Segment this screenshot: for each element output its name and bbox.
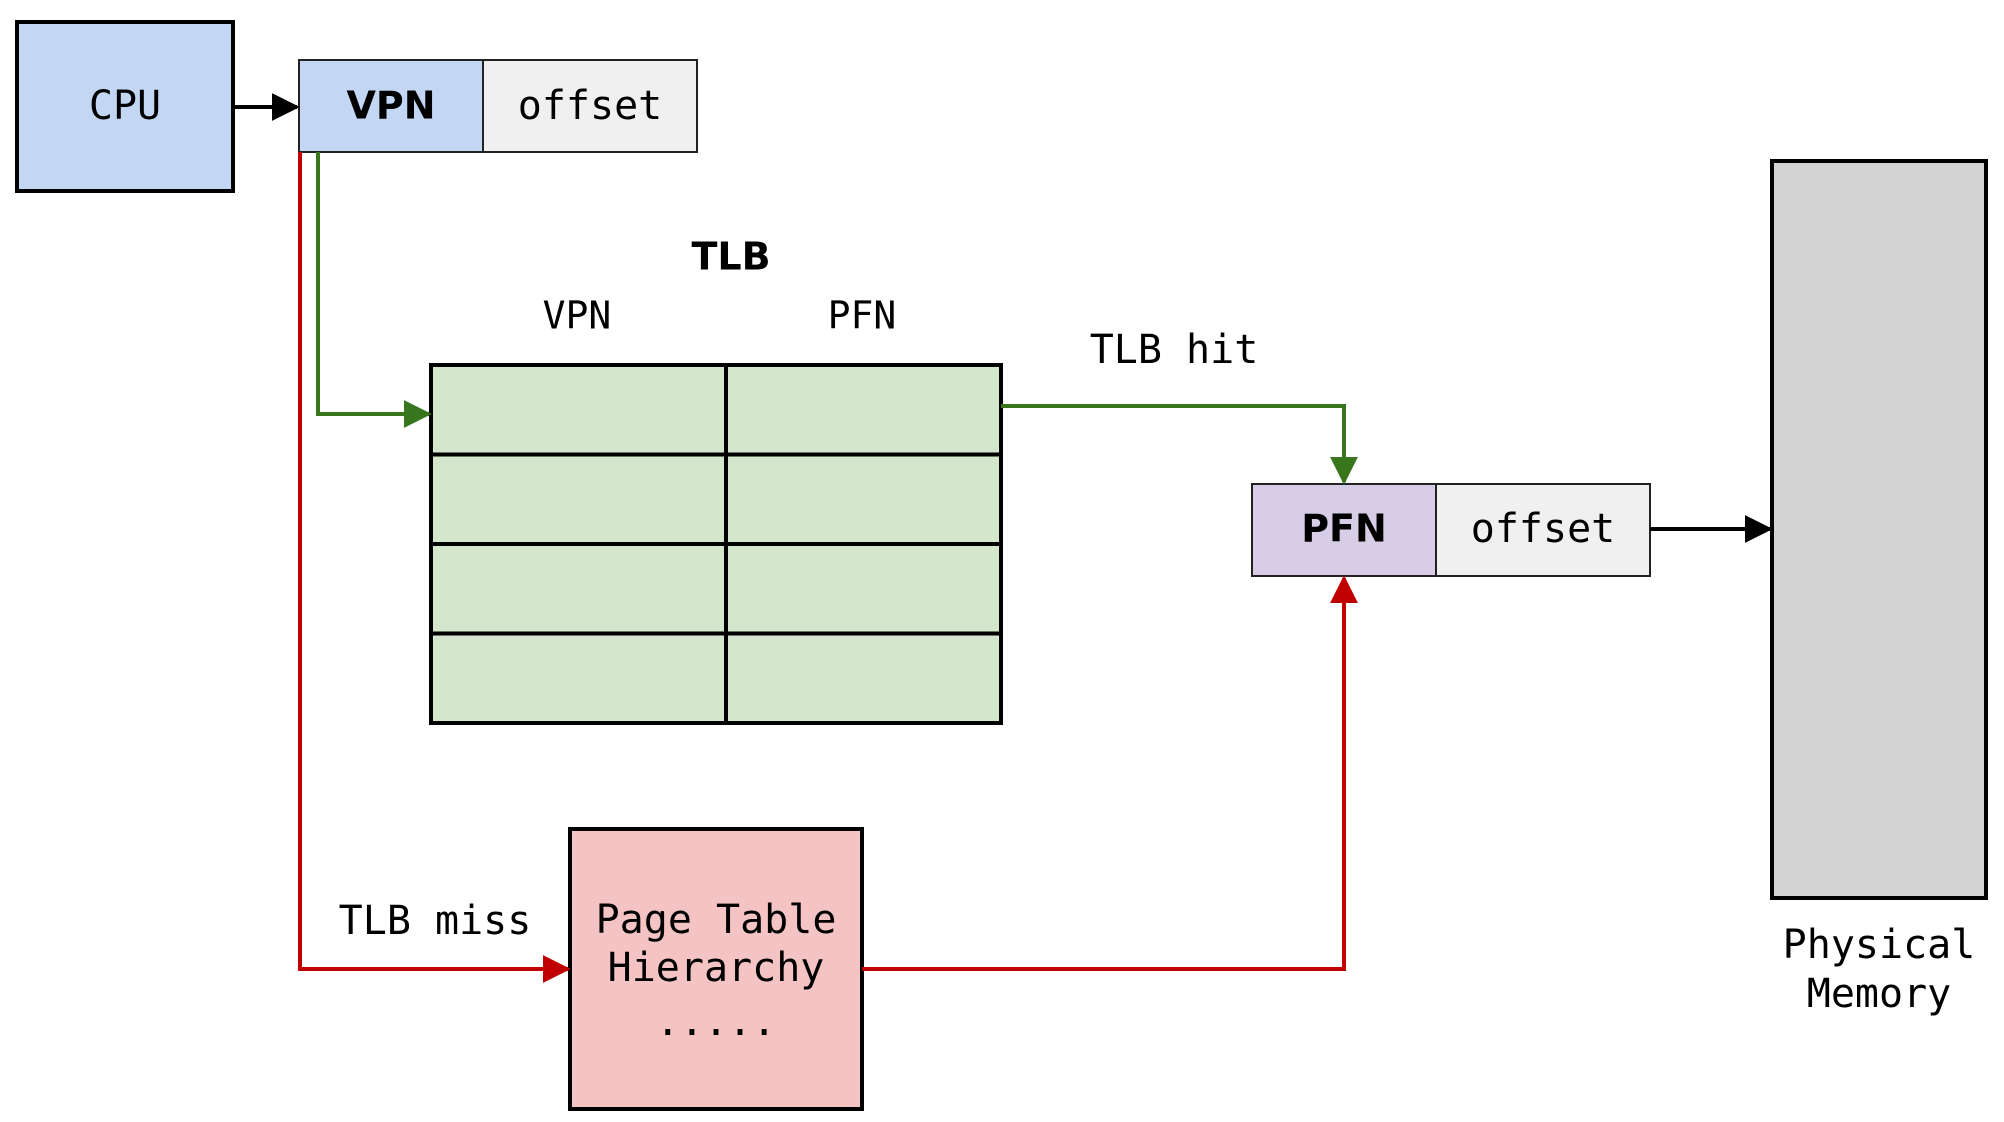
page-table-hierarchy: Page Table Hierarchy .....: [568, 827, 864, 1111]
virtual-offset-label: offset: [518, 83, 663, 129]
virtual-vpn-label: VPN: [346, 84, 435, 128]
tlb-hit-label: TLB hit: [1090, 327, 1259, 373]
page-table-line2: Hierarchy: [608, 945, 825, 991]
tlb-title: TLB: [691, 235, 770, 279]
tlb-miss-label: TLB miss: [339, 898, 532, 944]
cpu-node: CPU: [15, 20, 235, 193]
memory-label-line2: Memory: [1807, 971, 1952, 1017]
page-table-to-pfn-arrow: [862, 575, 1358, 971]
memory-label-line1: Physical: [1783, 922, 1976, 968]
vpn-to-tlb-arrow: [316, 152, 432, 428]
virtual-address: VPN offset: [298, 59, 698, 153]
tlb-miss-arrow: [298, 152, 571, 983]
physical-pfn-label: PFN: [1301, 507, 1387, 551]
physical-memory: Physical Memory: [1770, 159, 1988, 1017]
tlb-col-pfn: PFN: [828, 294, 897, 338]
cpu-label: CPU: [89, 83, 161, 129]
tlb-table: TLB VPN PFN: [429, 235, 1003, 725]
tlb-hit-arrow: [1001, 404, 1358, 485]
page-table-line3: .....: [656, 999, 776, 1045]
physical-address: PFN offset: [1251, 483, 1651, 577]
physical-offset-label: offset: [1471, 506, 1616, 552]
tlb-col-vpn: VPN: [543, 294, 612, 338]
page-table-line1: Page Table: [596, 897, 837, 943]
